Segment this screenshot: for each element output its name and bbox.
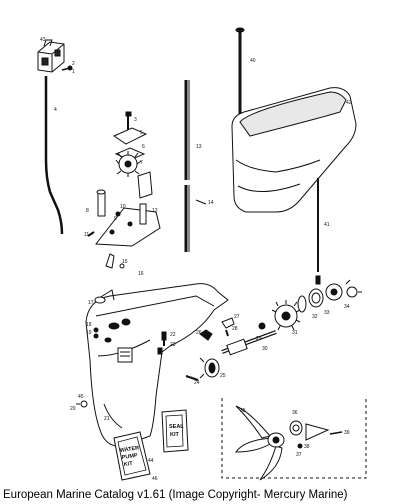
- callout-17: 17: [88, 300, 94, 306]
- shift-cam: [199, 317, 235, 341]
- callout-7: 7: [140, 160, 143, 166]
- callout-39: 39: [344, 430, 350, 436]
- callout-28: 28: [232, 326, 238, 332]
- shift-rod: [44, 76, 64, 235]
- callout-19: 19: [86, 330, 92, 336]
- forward-gear: [271, 300, 301, 331]
- driveshaft-housing: [231, 87, 357, 213]
- clamp-bracket: [37, 39, 65, 73]
- callout-37: 37: [296, 452, 302, 458]
- callout-30: 30: [262, 346, 268, 352]
- water-pump-kit-line1: WATER: [119, 445, 139, 454]
- callout-23: 23: [170, 342, 176, 348]
- callout-26: 26: [196, 330, 202, 336]
- callout-24: 24: [194, 380, 200, 386]
- callout-36: 36: [292, 410, 298, 416]
- callout-15: 15: [122, 259, 128, 265]
- propeller-shaft: [221, 322, 277, 356]
- callout-9: 9: [114, 216, 117, 222]
- callout-27: 27: [234, 314, 240, 320]
- callout-11: 11: [84, 232, 89, 238]
- water-pump-kit-line3: KIT: [123, 461, 133, 468]
- callout-32: 32: [312, 314, 318, 320]
- pump-base-plate: [87, 189, 161, 247]
- small-fittings-left: [93, 327, 99, 339]
- callout-labels: 43 2 1 40 42 3 4 5 6 7 13 14 12 8 10 9 1…: [40, 37, 352, 482]
- callout-4: 4: [54, 107, 57, 113]
- seal-kit-line2: KIT: [170, 432, 180, 438]
- callout-41: 41: [324, 222, 330, 228]
- clip-15: [105, 253, 125, 269]
- callout-1: 1: [72, 69, 75, 75]
- callout-3: 3: [134, 117, 137, 123]
- callout-34: 34: [344, 304, 350, 310]
- seal-kit-box: SEAL KIT: [161, 409, 189, 453]
- callout-25: 25: [220, 373, 226, 379]
- propeller: [235, 405, 285, 481]
- stud: [315, 178, 321, 285]
- callout-44: 44: [148, 458, 154, 464]
- callout-8: 8: [86, 208, 89, 214]
- drain-screw: [76, 400, 88, 408]
- callout-22: 22: [170, 332, 176, 338]
- copyright-caption: European Marine Catalog v1.61 (Image Cop…: [3, 489, 348, 501]
- reverse-gear: [325, 279, 362, 301]
- callout-35: 35: [240, 408, 246, 414]
- callout-18: 18: [86, 322, 92, 328]
- callout-13: 13: [196, 144, 202, 150]
- water-pump-kit-line2: PUMP: [121, 453, 138, 461]
- callout-20: 20: [70, 406, 76, 412]
- callout-38: 38: [304, 444, 310, 450]
- callout-31: 31: [292, 330, 298, 336]
- bearing-races: [297, 288, 324, 313]
- propeller-detail-box: [221, 398, 367, 479]
- seal-kit-line1: SEAL: [169, 424, 184, 430]
- screw-2: [61, 65, 73, 71]
- callout-12: 12: [152, 208, 158, 214]
- callout-14: 14: [208, 200, 214, 206]
- callout-33: 33: [324, 310, 330, 316]
- callout-29: 29: [256, 336, 262, 342]
- callout-43: 43: [40, 37, 46, 43]
- pin-24: [185, 375, 199, 381]
- gearcase-housing: [85, 283, 229, 447]
- prop-nut-group: [289, 420, 343, 449]
- water-tube: [184, 80, 207, 252]
- callout-45: 45: [78, 394, 84, 400]
- callout-5: 5: [140, 130, 143, 136]
- callout-42: 42: [346, 100, 352, 106]
- callout-46: 46: [152, 476, 158, 482]
- water-pump-kit-box: WATER PUMP KIT: [113, 431, 151, 481]
- pins-22-23: [157, 331, 167, 355]
- callout-2: 2: [72, 61, 75, 67]
- callout-10: 10: [120, 204, 126, 210]
- callout-16: 16: [138, 271, 144, 277]
- callout-21: 21: [104, 416, 110, 422]
- callout-40: 40: [250, 58, 256, 64]
- callout-6: 6: [142, 144, 145, 150]
- water-pump-stack: [112, 111, 153, 199]
- pinion-gear: [199, 357, 220, 379]
